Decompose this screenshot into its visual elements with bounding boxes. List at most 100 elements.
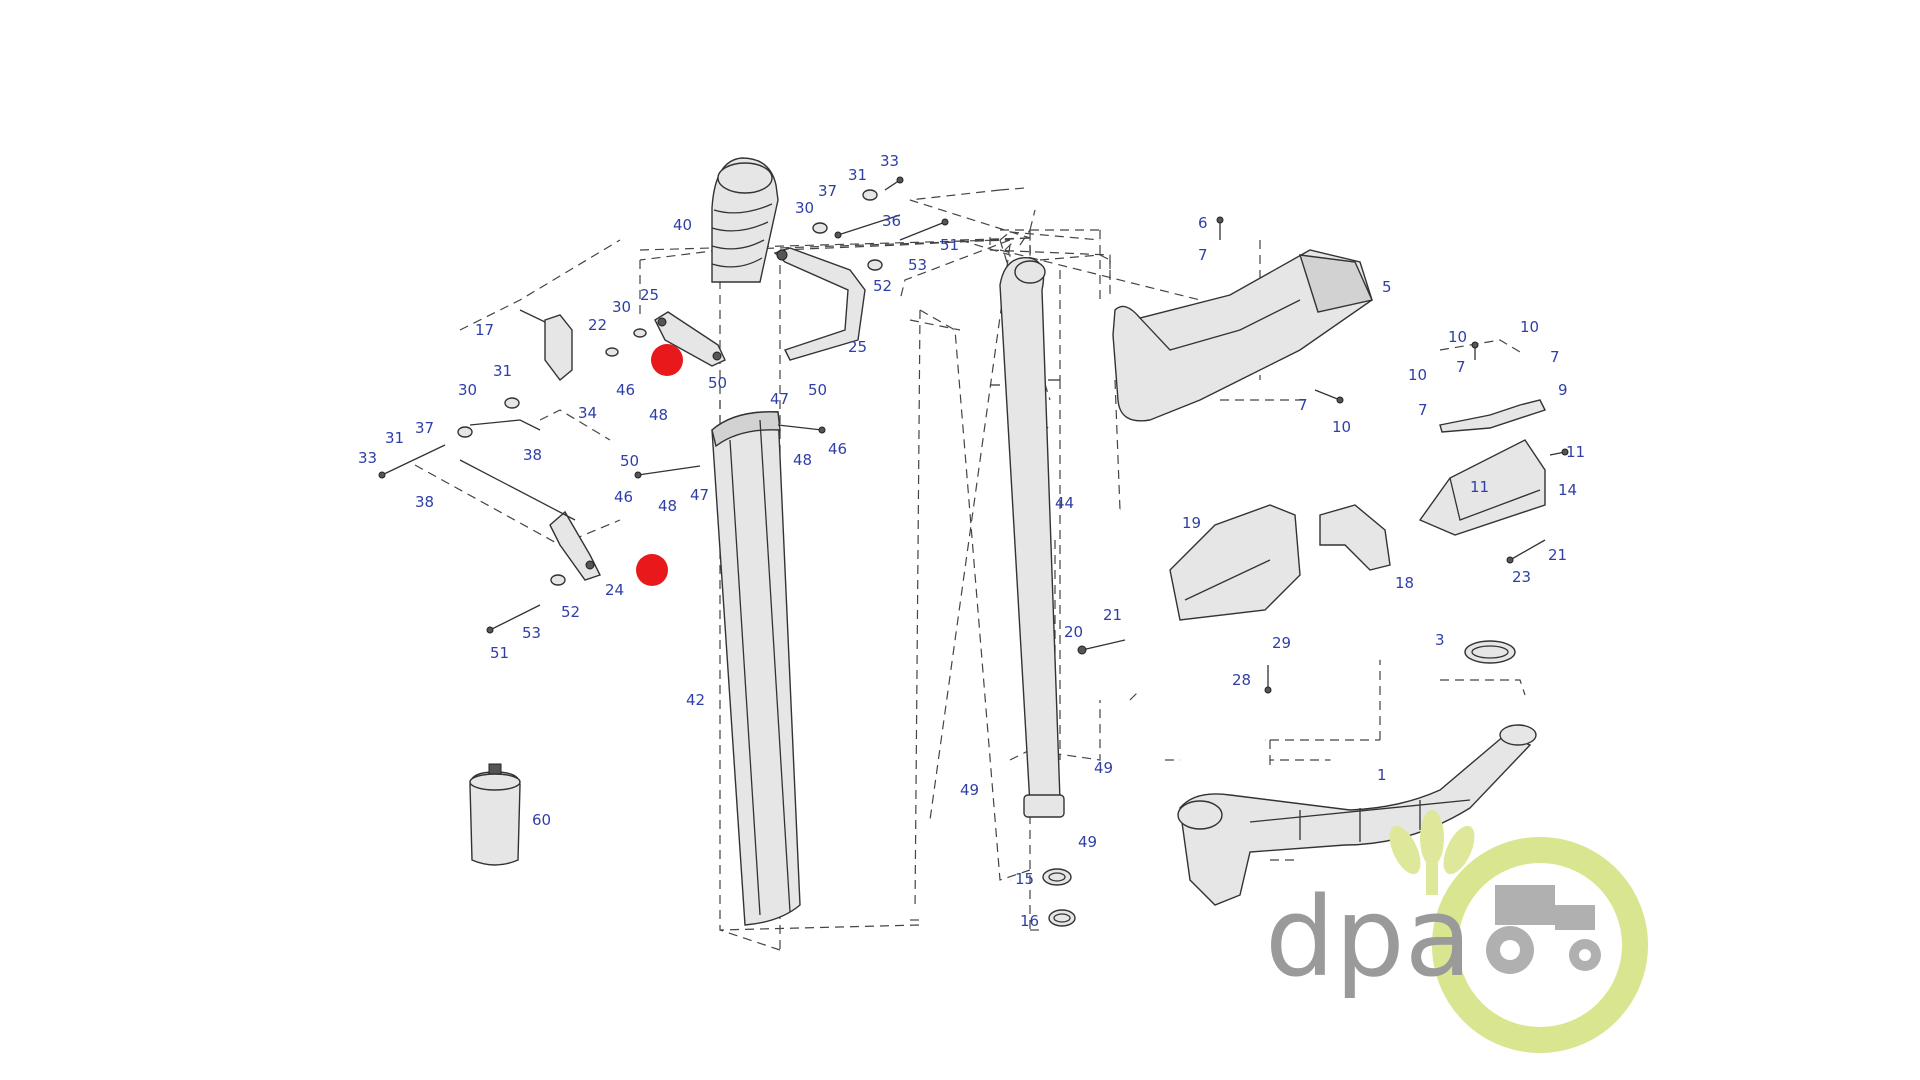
callout-label: 40 [673,216,692,234]
callout-label: 31 [385,429,404,447]
callout-label: 49 [1078,833,1097,851]
callout-label: 25 [848,338,867,356]
filter-can-part-60 [469,763,521,866]
bolt-icon [1077,639,1126,655]
callout-label: 7 [1198,246,1208,264]
callout-label: 60 [532,811,551,829]
callout-label: 33 [880,152,899,170]
callout-label: 22 [588,316,607,334]
callout-label: 25 [640,286,659,304]
callout-label: 38 [415,493,434,511]
washer-icon [633,328,647,338]
callout-label: 24 [605,581,624,599]
washer-icon [862,189,878,201]
callout-label: 49 [1094,759,1113,777]
callout-label: 31 [493,362,512,380]
callout-label: 50 [708,374,727,392]
bolt-icon [1549,448,1569,456]
bolt-icon [777,424,826,434]
bracket-part-9 [1439,399,1546,433]
callout-label: 30 [795,199,814,217]
bolt-icon [1471,341,1479,360]
support-arm-part-25-upper [773,247,866,361]
washer-icon [867,259,883,271]
callout-label: 9 [1558,381,1568,399]
callout-label: 36 [882,212,901,230]
callout-label: 10 [1448,328,1467,346]
bolt-icon [378,444,446,479]
callout-label: 11 [1566,443,1585,461]
callout-label: 21 [1103,606,1122,624]
bolt-icon [834,214,901,239]
callout-label: 37 [415,419,434,437]
callout-label: 33 [358,449,377,467]
callout-label: 30 [612,298,631,316]
washer-icon [605,347,619,357]
callout-label: 34 [578,404,597,422]
callout-label: 46 [616,381,635,399]
bolt-icon [486,604,541,634]
callout-label: 30 [458,381,477,399]
exhaust-tube-part-44 [990,257,1065,818]
callout-label: 16 [1020,912,1039,930]
intake-hose-part-40 [711,157,779,283]
washer-icon [550,574,566,586]
clamp-part-3 [1464,640,1516,664]
callout-label: 23 [1512,568,1531,586]
callout-label: 46 [828,440,847,458]
bracket-part-34 [519,309,573,382]
wheat-icon [1389,810,1475,895]
callout-label: 6 [1198,214,1208,232]
callout-label: 14 [1558,481,1577,499]
callout-label: 52 [873,277,892,295]
bolt-icon [634,465,701,479]
callout-label: 7 [1550,348,1560,366]
callout-label: 48 [649,406,668,424]
callout-label: 37 [818,182,837,200]
callout-label: 20 [1064,623,1083,641]
exhaust-pipe-part-1 [1177,724,1537,906]
bolt-icon [1314,389,1344,404]
air-duct-part-42 [711,411,801,926]
callout-label: 10 [1408,366,1427,384]
logo-text: dpa [1265,873,1472,1001]
callout-label: 7 [1298,396,1308,414]
bracket-part-24 [549,510,601,581]
bolt-icon [1506,539,1546,564]
callout-label: 38 [523,446,542,464]
callout-label: 7 [1456,358,1466,376]
housing-part-5 [1112,249,1373,422]
callout-label: 10 [1332,418,1351,436]
callout-label: 51 [490,644,509,662]
callout-label: 49 [960,781,979,799]
callout-label: 47 [770,390,789,408]
callout-label: 19 [1182,514,1201,532]
callout-label: 46 [614,488,633,506]
callout-label: 31 [848,166,867,184]
dpa-logo: dpa [1265,810,1648,1053]
logo-gear-ring [1432,837,1648,1053]
washer-icon [457,426,473,438]
bolt-icon [1216,216,1224,240]
washer-icon [504,397,520,409]
bracket-part-25-left [654,311,726,367]
callout-label: 15 [1015,870,1034,888]
callout-label: 28 [1232,671,1251,689]
callout-label: 21 [1548,546,1567,564]
callout-label: 5 [1382,278,1392,296]
callout-label: 50 [808,381,827,399]
tractor-icon [1486,885,1601,974]
callout-label: 44 [1055,494,1074,512]
callout-label: 17 [475,321,494,339]
bolt-icon [1264,665,1272,694]
callout-label: 10 [1520,318,1539,336]
callout-label: 53 [522,624,541,642]
callout-label: 47 [690,486,709,504]
callout-label: 7 [1418,401,1428,419]
bolt-icon [884,176,904,191]
callout-label: 53 [908,256,927,274]
seal-parts-15-16 [1042,868,1076,927]
callout-label: 51 [940,236,959,254]
highlight-marker [636,554,668,586]
